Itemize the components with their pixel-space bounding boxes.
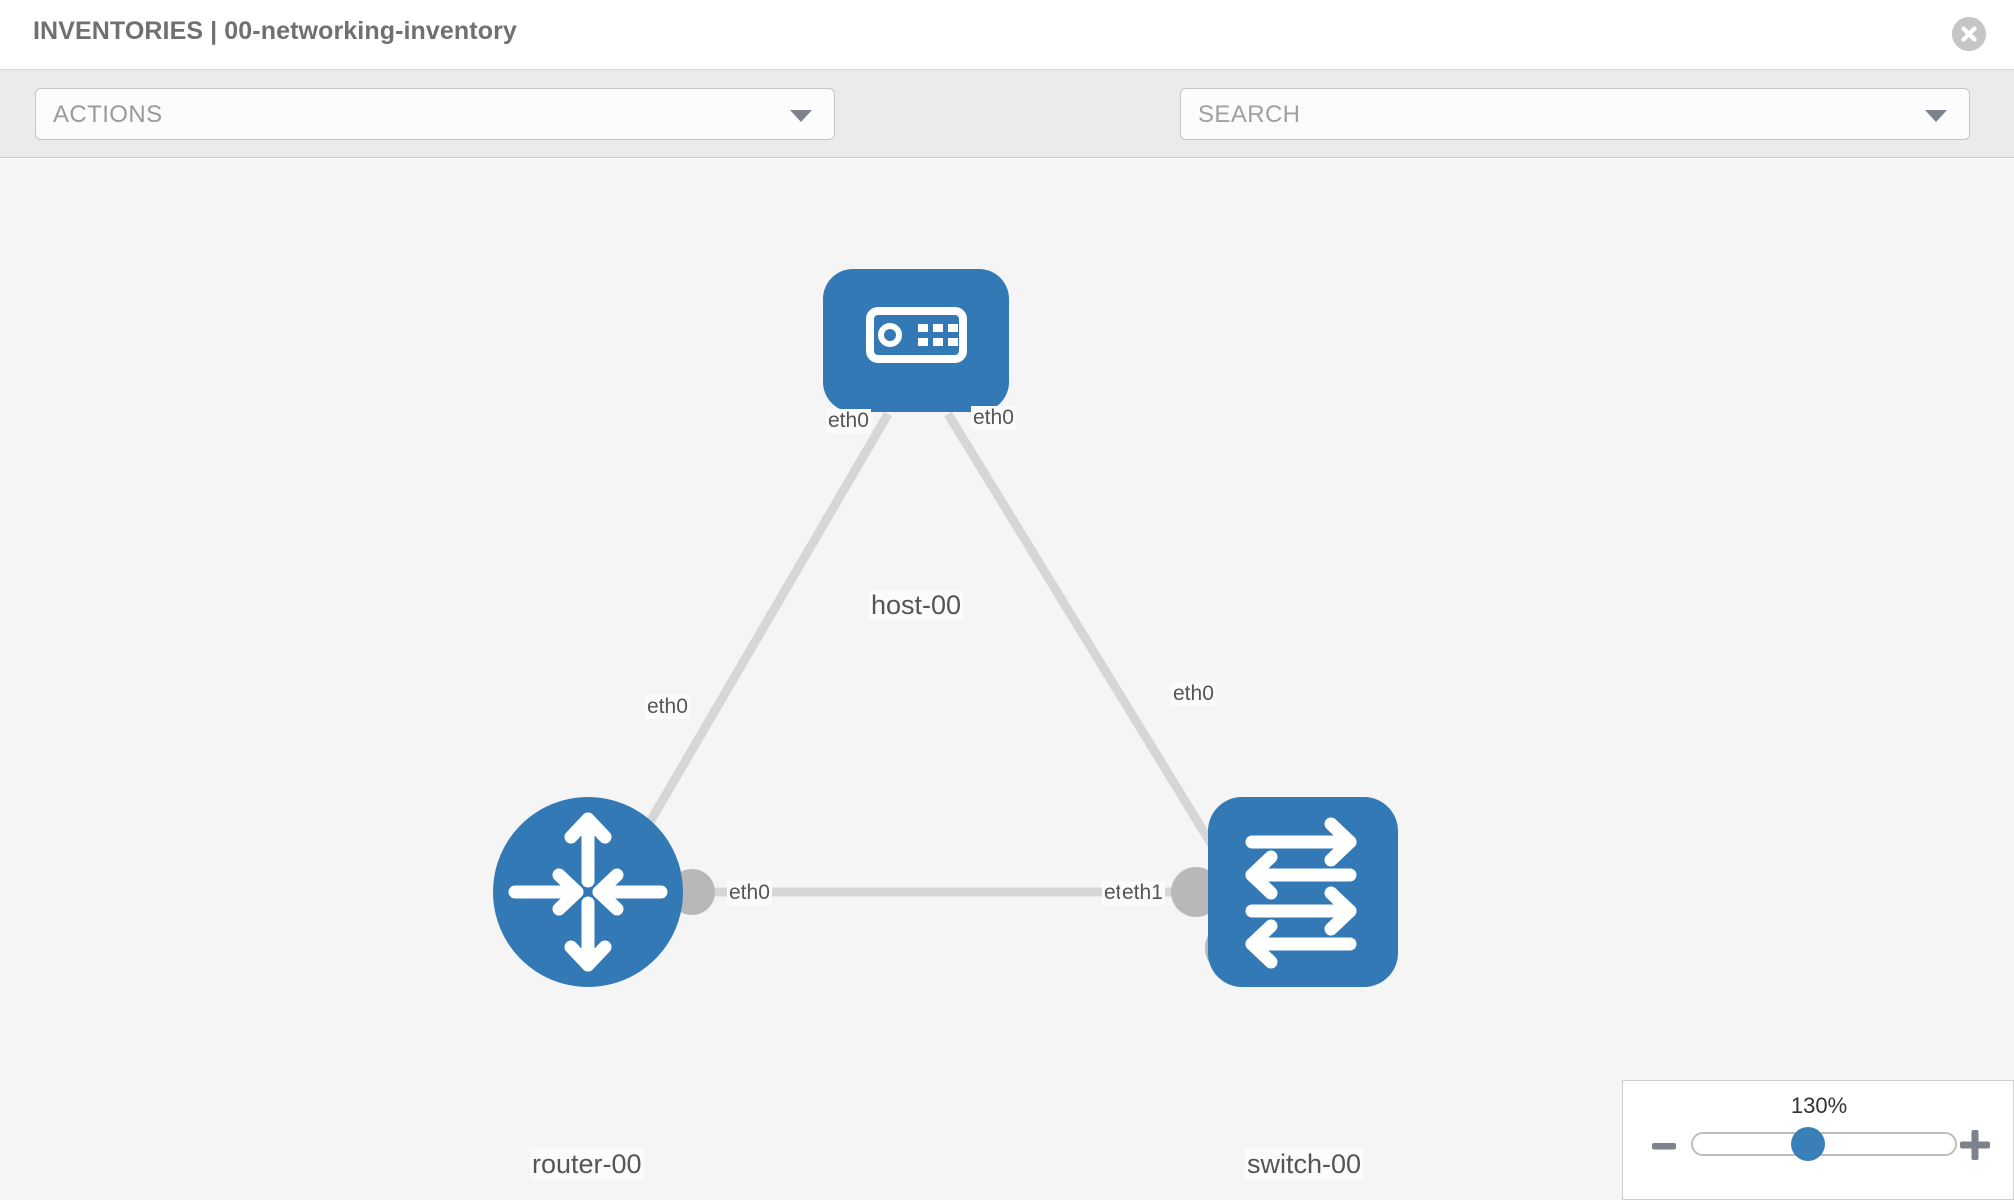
page-title: INVENTORIES | 00-networking-inventory — [33, 17, 517, 45]
minus-icon[interactable] — [1651, 1133, 1677, 1159]
topology-graph — [493, 269, 1398, 987]
node-label-switch-00: switch-00 — [1245, 1149, 1364, 1180]
chevron-down-icon[interactable] — [1925, 110, 1947, 122]
page-header: INVENTORIES | 00-networking-inventory — [0, 0, 2014, 70]
node-router-00 — [493, 797, 683, 987]
topology-canvas[interactable]: eth0 eth0 eth0 eth0 eth0 eth eth1 host-0… — [0, 159, 2014, 1200]
link-host00-router00 — [601, 411, 892, 902]
router-icon — [508, 812, 668, 972]
edge-label-router00-north: eth0 — [645, 695, 690, 719]
zoom-control-panel: 130% — [1622, 1080, 2014, 1200]
plus-icon[interactable] — [1959, 1129, 1991, 1161]
node-label-host-00: host-00 — [869, 590, 964, 621]
server-icon — [866, 307, 967, 363]
edge-label-router00-east: eth0 — [727, 881, 772, 905]
node-host-00 — [823, 269, 1009, 412]
edge-label-host00-left: eth0 — [826, 409, 871, 433]
node-switch-00 — [1208, 797, 1398, 987]
close-icon[interactable] — [1952, 17, 1986, 51]
edge-label-host00-right: eth0 — [971, 406, 1016, 430]
edge-label-switch00-west: eth1 — [1120, 881, 1165, 905]
zoom-level-value: 130% — [1790, 1093, 1848, 1118]
actions-dropdown-label: ACTIONS — [53, 101, 163, 128]
edge-label-switch00-north: eth0 — [1171, 682, 1216, 706]
actions-dropdown[interactable]: ACTIONS — [35, 88, 835, 140]
search-placeholder: SEARCH — [1198, 101, 1301, 128]
node-label-router-00: router-00 — [530, 1149, 644, 1180]
zoom-slider-thumb[interactable] — [1791, 1127, 1825, 1161]
toolbar: ACTIONS SEARCH — [0, 70, 2014, 202]
search-input[interactable]: SEARCH — [1180, 88, 1970, 140]
switch-icon — [1245, 817, 1357, 969]
chevron-down-icon — [790, 110, 812, 122]
link-host00-switch00 — [944, 411, 1249, 902]
topology-edges — [601, 411, 1249, 902]
